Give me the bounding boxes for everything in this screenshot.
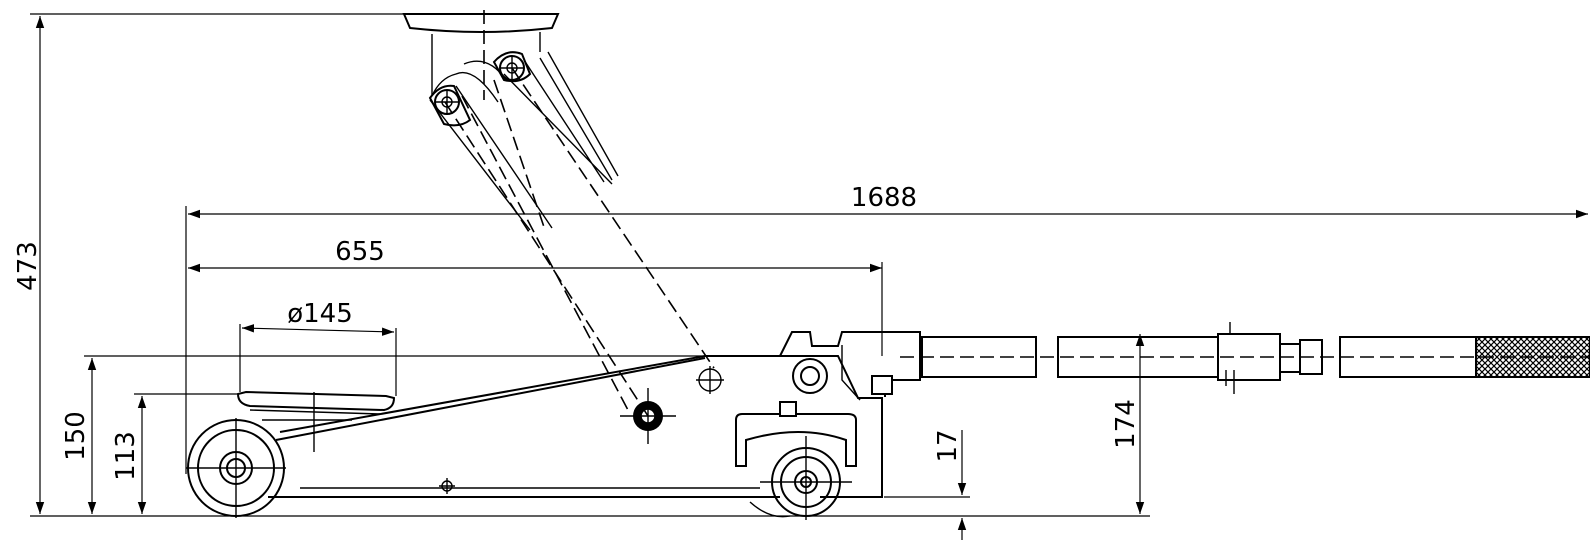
dim-ground-clearance: 17 (933, 429, 963, 462)
dimension-lines (30, 13, 1588, 540)
saddle-lowered (236, 390, 396, 452)
dim-overall-height: 473 (13, 241, 43, 291)
front-wheel (186, 418, 286, 518)
dim-body-height: 150 (61, 411, 91, 461)
dim-handle-height: 174 (1111, 399, 1141, 449)
saddle-raised (402, 10, 560, 127)
jack-chassis (268, 331, 921, 498)
dim-saddle-min-height: 113 (111, 431, 141, 481)
dim-reach-length: 655 (335, 237, 385, 267)
dim-overall-length: 1688 (851, 183, 917, 213)
dim-saddle-diameter: ø145 (287, 299, 353, 329)
rear-caster (735, 401, 857, 520)
handle (900, 322, 1590, 394)
